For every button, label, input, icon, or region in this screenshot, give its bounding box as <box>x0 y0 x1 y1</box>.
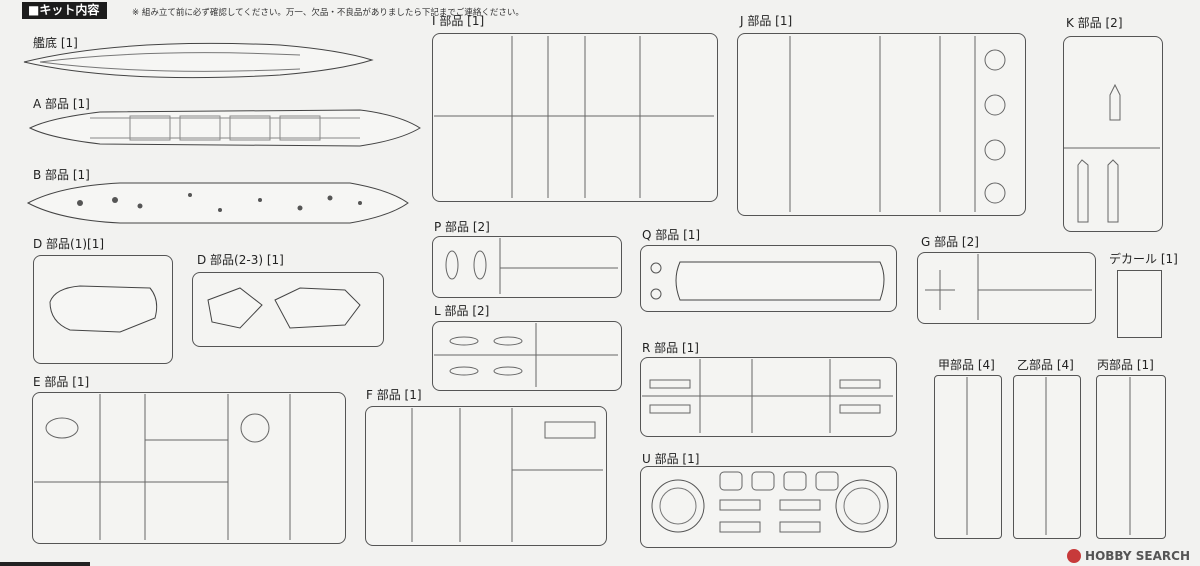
label-part-u: U 部品 [1] <box>642 452 700 466</box>
sprue-l <box>432 321 622 391</box>
sprue-f <box>365 406 607 546</box>
header-note: ※ 組み立て前に必ず確認してください。万一、欠品・不良品がありましたら下記までご… <box>132 8 524 18</box>
label-part-i: I 部品 [1] <box>432 14 485 28</box>
decal-sheet <box>1117 270 1162 338</box>
label-part-r: R 部品 [1] <box>642 341 699 355</box>
section-header: ■キット内容 <box>22 2 108 19</box>
label-part-a: A 部品 [1] <box>33 97 90 111</box>
section-title: キット内容 <box>39 3 100 17</box>
sprue-kou <box>934 375 1002 539</box>
label-part-l: L 部品 [2] <box>434 304 490 318</box>
hobby-search-logo-icon <box>1067 549 1082 563</box>
watermark-text: HOBBY SEARCH <box>1085 548 1190 563</box>
sprue-otsu <box>1013 375 1081 539</box>
label-part-b: B 部品 [1] <box>33 168 90 182</box>
label-part-kou: 甲部品 [4] <box>938 358 995 372</box>
label-hull: 艦底 [1] <box>33 36 78 50</box>
label-part-j: J 部品 [1] <box>740 14 793 28</box>
sprue-e <box>32 392 346 544</box>
label-part-k: K 部品 [2] <box>1066 16 1123 30</box>
sprue-j <box>737 33 1026 216</box>
label-part-d1: D 部品(1)[1] <box>33 237 105 251</box>
sprue-p <box>432 236 622 298</box>
sprue-hei <box>1096 375 1166 539</box>
footer-bar <box>0 562 90 566</box>
label-decal: デカール [1] <box>1109 252 1178 266</box>
sprue-i <box>432 33 718 202</box>
label-part-q: Q 部品 [1] <box>642 228 701 242</box>
sprue-k <box>1063 36 1163 232</box>
sprue-u <box>640 466 897 548</box>
label-part-d23: D 部品(2-3) [1] <box>197 253 284 267</box>
label-part-e: E 部品 [1] <box>33 375 90 389</box>
label-part-g: G 部品 [2] <box>921 235 979 249</box>
label-part-hei: 丙部品 [1] <box>1097 358 1154 372</box>
watermark: HOBBY SEARCH <box>1067 548 1190 563</box>
label-part-p: P 部品 [2] <box>434 220 490 234</box>
sprue-r <box>640 357 897 437</box>
sprue-g <box>917 252 1096 324</box>
label-part-f: F 部品 [1] <box>366 388 422 402</box>
label-part-otsu: 乙部品 [4] <box>1017 358 1074 372</box>
